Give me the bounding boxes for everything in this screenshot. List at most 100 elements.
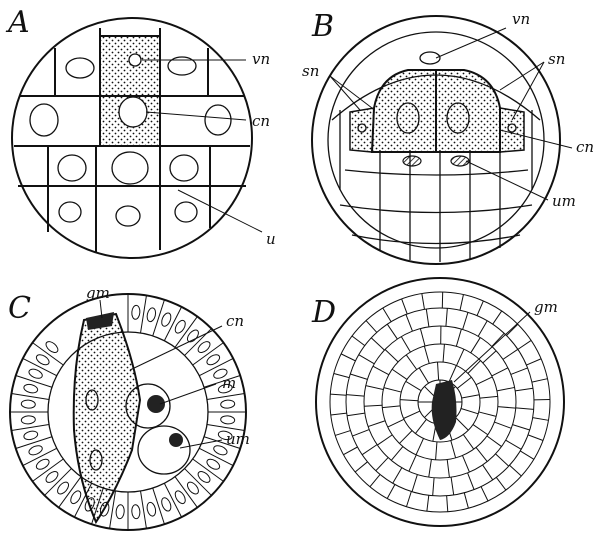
panel-c-cell-nucleus (28, 444, 44, 457)
panel-d-cell-wall (460, 295, 463, 311)
panel-d-cell-wall (457, 349, 464, 365)
panel-c-cell-nucleus (173, 319, 187, 335)
panel-d-cell-wall (462, 395, 480, 398)
panel-d-cell-wall (511, 368, 528, 375)
panel-d-cell-wall (477, 301, 483, 316)
panel-d-cell-wall (456, 329, 461, 346)
panel-d-cell-wall (464, 493, 468, 508)
panel-c-cell-wall (11, 394, 49, 400)
panel-d-cell-wall (520, 451, 534, 459)
panel-d-cell-wall (487, 436, 502, 447)
panel-c-cell-wall (207, 394, 245, 400)
panel-d-cell-wall (457, 377, 471, 388)
panel-d-cell-wall (334, 373, 349, 377)
panel-a-letter: A (5, 5, 30, 40)
panel-d-cell-wall (436, 442, 437, 460)
panel-d-cell-wall (366, 321, 377, 333)
panel-c-cell-nucleus (28, 367, 44, 380)
panel-d-cell-wall (352, 336, 365, 346)
panel-a-central-cell (100, 36, 160, 146)
panel-c-cell-nucleus (23, 430, 38, 441)
panel-d-label-gm: gm (534, 298, 558, 316)
panel-b-label-vn: vn (512, 10, 530, 28)
panel-d-cell-wall (399, 431, 412, 444)
panel-d-cell-wall (483, 351, 496, 363)
panel-d-cell-wall (409, 455, 416, 471)
panel-d-cell-wall (451, 477, 454, 495)
panel-c-cell-nucleus (21, 400, 36, 409)
panel-c-cell-nucleus (173, 489, 187, 505)
panel-d-letter: D (311, 295, 336, 330)
panel-d-cell-wall (370, 474, 380, 486)
panel-c-cell-nucleus (205, 353, 221, 367)
panel-c-cell-nucleus (35, 457, 51, 471)
panel-d-cell-wall (387, 324, 397, 339)
panel-c-cell-nucleus (69, 489, 83, 505)
panel-a-label-vn: vn (252, 50, 270, 68)
panel-d-cell-wall (422, 294, 425, 310)
panel-d-cell-wall (420, 329, 425, 346)
panel-d-cell-wall (384, 388, 401, 392)
panel-d-cell-wall (419, 368, 428, 383)
panel-d-cell-wall (412, 475, 417, 492)
panel-d-cell-wall (373, 366, 389, 374)
panel-d-cell-wall (503, 349, 518, 359)
panel-c-label-cn: cn (226, 312, 244, 330)
panel-d-cell-wall (376, 458, 388, 471)
panel-d-cell-wall (449, 365, 456, 381)
panel-c-cell-wall (193, 459, 224, 481)
panel-b-um-nucleus-left (403, 156, 421, 166)
panel-d-cell-wall (462, 455, 469, 472)
panel-d-cell-wall (424, 346, 429, 363)
panel-d-cell-wall (473, 425, 488, 435)
panel-c-cell-nucleus (131, 305, 140, 320)
panel-a-vn-nucleus (129, 54, 141, 66)
panel-d-cell-wall (355, 462, 367, 472)
panel-d-cell-wall (518, 340, 531, 349)
panel-c-cell-wall (11, 425, 49, 431)
panel-d-cell-wall (498, 407, 516, 408)
panel-d-cell-wall (364, 405, 382, 406)
panel-d-cell-wall (506, 440, 522, 449)
panel-d-cell-wall (451, 441, 456, 458)
panel-d-cell-wall (483, 465, 493, 480)
panel-d-cell-wall (516, 408, 534, 409)
panel-a-label-cn: cn (252, 112, 270, 130)
panel-c-cell-wall (164, 307, 181, 341)
panel-c-cell-nucleus (116, 504, 125, 519)
panel-a-cn-nucleus (119, 97, 147, 127)
panel-c-cell-wall (59, 477, 81, 508)
panel-d-cell-wall (392, 369, 407, 379)
panel-c-label-gm: gm (86, 284, 110, 302)
panel-a: A vn cn u (5, 5, 276, 258)
panel-c-cell-nucleus (220, 400, 235, 409)
panel-b-label-sn-right: sn (548, 50, 565, 68)
panel-c-cell-wall (23, 358, 57, 375)
panel-d-cell-wall (400, 400, 418, 401)
panel-d-cell-wall (492, 333, 504, 346)
panel-c-cell-wall (175, 477, 197, 508)
panel-b-letter: B (311, 9, 334, 44)
panel-d-cell-wall (463, 435, 473, 450)
panel-d-cell-wall (387, 484, 395, 498)
panel-d-cell-wall (494, 422, 511, 428)
panel-c-cell-nucleus (160, 312, 173, 328)
panel-d-cell-wall (427, 495, 429, 511)
panel-d-cell-wall (481, 487, 488, 501)
panel-c-cell-nucleus (131, 504, 140, 519)
panel-d-cell-wall (346, 395, 364, 396)
panel-c-cell-nucleus (220, 415, 235, 424)
panel-d-cell-wall (393, 468, 402, 484)
panel-d-cell-wall (406, 381, 421, 390)
panel-d-cell-wall (446, 308, 447, 326)
panel-c-cell-nucleus (146, 501, 157, 516)
panel-c-cell-wall (193, 343, 224, 365)
panel-d-cell-wall (383, 308, 391, 322)
panel-d-cell-wall (496, 477, 506, 490)
panel-d-cell-wall (515, 388, 533, 391)
panel-d-cell-wall (476, 447, 487, 461)
panel-c-cell-nucleus (160, 496, 173, 512)
panel-d-cell-wall (352, 430, 369, 437)
panel-d-cell-wall (341, 354, 355, 361)
